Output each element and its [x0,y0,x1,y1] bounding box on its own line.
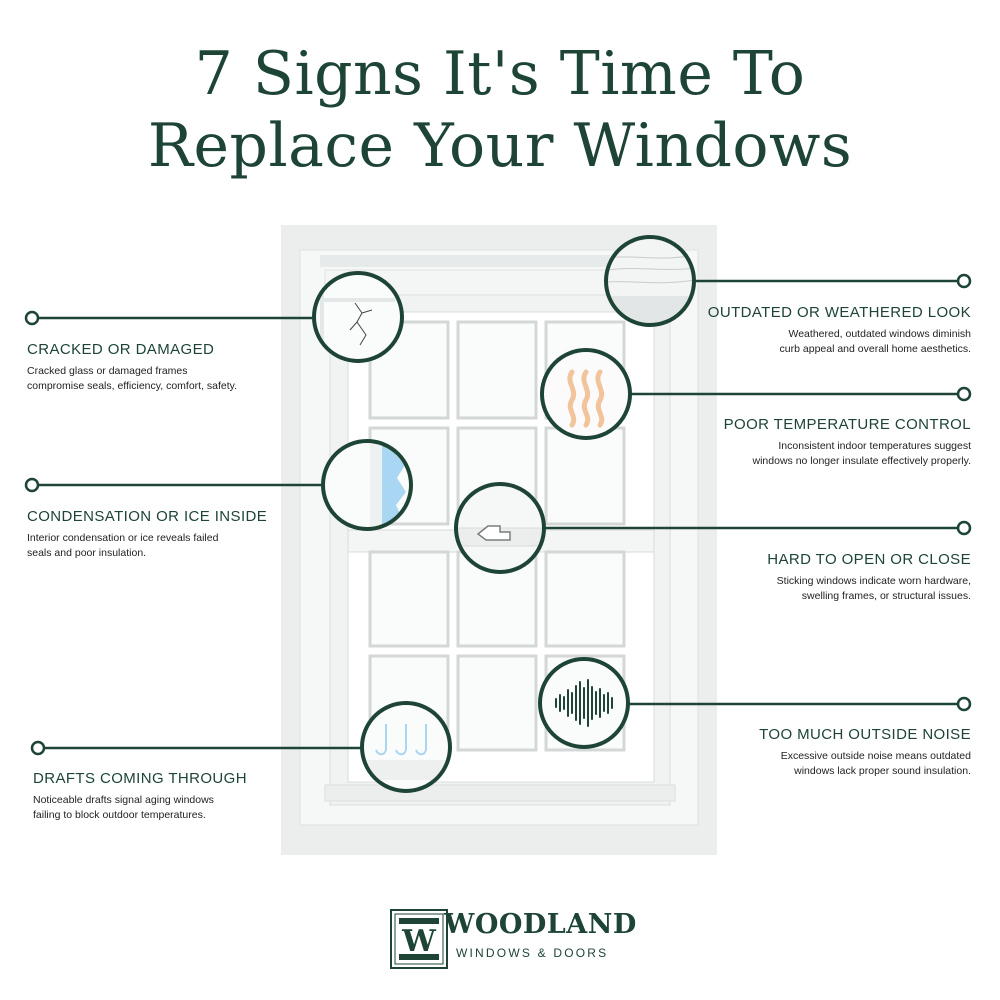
leader-dot-cracked [24,310,40,326]
sign-drafts-text: Noticeable drafts signal aging windows fa… [33,793,333,823]
leader-dot-condensation [24,477,40,493]
sound-wave-icon [540,659,628,747]
sign-temperature-heading: POOR TEMPERATURE CONTROL [723,416,971,433]
sign-hard-open-heading: HARD TO OPEN OR CLOSE [767,551,971,568]
sign-cracked-text-line2: compromise seals, efficiency, comfort, s… [27,380,238,392]
sign-drafts: DRAFTS COMING THROUGH Noticeable drafts … [33,770,333,823]
sign-noise-heading: TOO MUCH OUTSIDE NOISE [759,726,971,743]
svg-text:W: W [401,924,437,959]
sign-noise-text-line2: windows lack proper sound insulation. [794,765,971,777]
sign-hard-open: HARD TO OPEN OR CLOSE Sticking windows i… [671,551,971,604]
sign-outdated-heading: OUTDATED OR WEATHERED LOOK [707,304,971,321]
sign-drafts-heading: DRAFTS COMING THROUGH [33,770,247,787]
sign-drafts-text-line2: failing to block outdoor temperatures. [33,809,206,821]
sign-temperature: POOR TEMPERATURE CONTROL Inconsistent in… [671,416,971,469]
sign-temperature-text-line1: Inconsistent indoor temperatures suggest [778,440,971,452]
logo-brand: WOODLAND [444,909,637,940]
title-line-1: 7 Signs It's Time To [194,39,806,109]
weathered-wood-icon [606,237,694,325]
draft-icon [362,703,450,791]
sign-condensation: CONDENSATION OR ICE INSIDE Interior cond… [27,508,327,561]
sign-drafts-text-line1: Noticeable drafts signal aging windows [33,794,214,806]
leader-dot-temperature [956,386,972,402]
sign-cracked: CRACKED OR DAMAGED Cracked glass or dama… [27,341,327,394]
sign-outdated-text-line2: curb appeal and overall home aesthetics. [779,343,971,355]
sign-outdated: OUTDATED OR WEATHERED LOOK Weathered, ou… [671,304,971,357]
leader-dot-outdated [956,273,972,289]
sign-temperature-text: Inconsistent indoor temperatures suggest… [671,439,971,469]
sign-condensation-text: Interior condensation or ice reveals fai… [27,531,327,561]
leader-dot-drafts [30,740,46,756]
logo-mark-icon: W [390,909,448,969]
sign-cracked-heading: CRACKED OR DAMAGED [27,341,215,358]
sign-outdated-text-line1: Weathered, outdated windows diminish [788,328,972,340]
window-latch-icon [456,484,544,572]
sign-condensation-text-line2: seals and poor insulation. [27,547,147,559]
window-sill [324,784,676,802]
logo-tagline: WINDOWS & DOORS [456,946,609,960]
sign-noise-text: Excessive outside noise means outdated wi… [671,749,971,779]
sign-noise-text-line1: Excessive outside noise means outdated [780,750,971,762]
sign-hard-open-text-line1: Sticking windows indicate worn hardware, [776,575,971,587]
sign-condensation-heading: CONDENSATION OR ICE INSIDE [27,508,268,525]
sign-condensation-text-line1: Interior condensation or ice reveals fai… [27,532,219,544]
sign-cracked-text-line1: Cracked glass or damaged frames [27,365,188,377]
leader-dot-noise [956,696,972,712]
heat-waves-icon [542,350,630,438]
sign-cracked-text: Cracked glass or damaged frames compromis… [27,364,327,394]
page-title: 7 Signs It's Time To Replace Your Window… [0,38,1000,182]
sign-temperature-text-line2: windows no longer insulate effectively p… [752,455,971,467]
sign-outdated-text: Weathered, outdated windows diminish curb… [671,327,971,357]
woodland-logo: W WOODLAND WINDOWS & DOORS [390,905,636,975]
sign-noise: TOO MUCH OUTSIDE NOISE Excessive outside… [671,726,971,779]
sign-hard-open-text-line2: swelling frames, or structural issues. [801,590,971,602]
title-line-2: Replace Your Windows [147,111,853,181]
sign-hard-open-text: Sticking windows indicate worn hardware,… [671,574,971,604]
leader-dot-hard-open [956,520,972,536]
ice-icon [323,441,411,529]
